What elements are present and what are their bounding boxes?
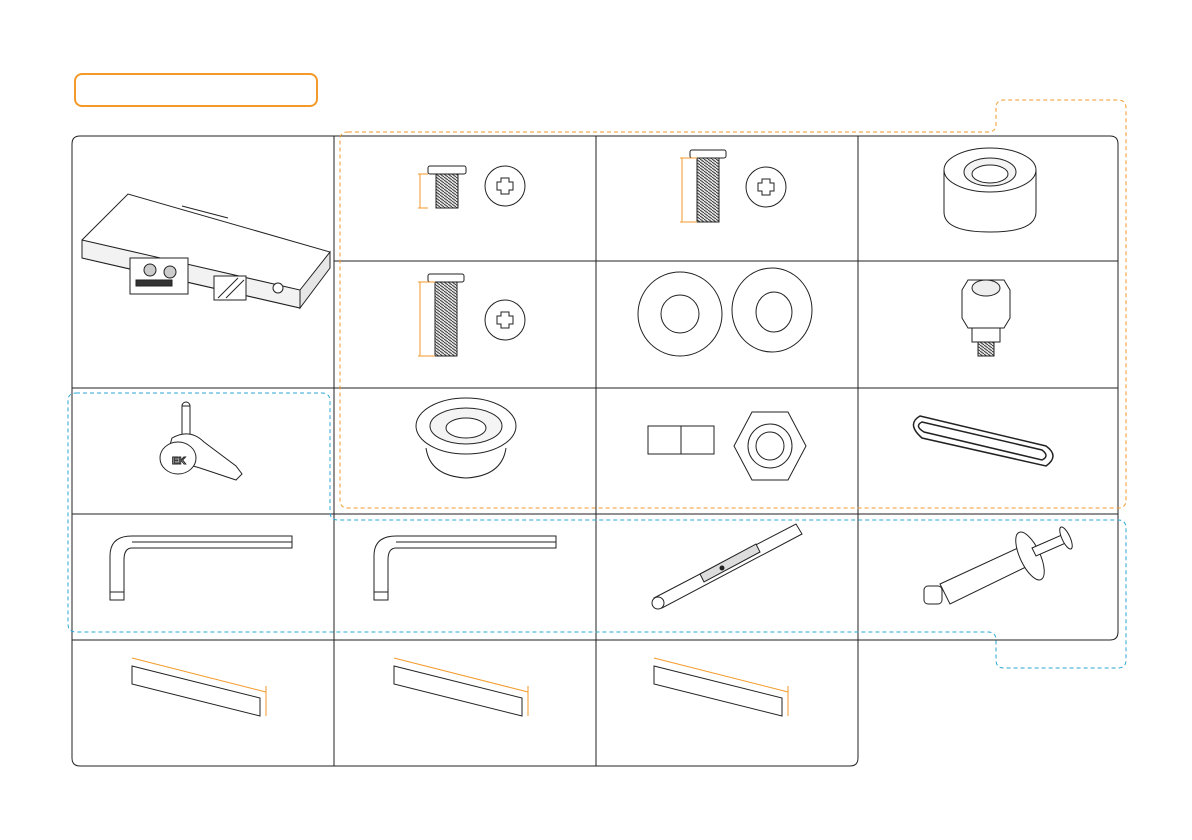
screw-medium-icon [680,150,786,222]
terminal-tool-icon: EK [160,402,242,480]
loop-strap-icon [913,416,1053,466]
hex-nut-icon [648,412,806,480]
allen-key-icon [110,536,292,600]
thermal-pad-icon [132,658,266,716]
screwdriver-icon [652,524,802,609]
plug-icon [416,398,516,478]
washer-icon [638,268,812,356]
blue-dashed-group [68,393,1126,668]
screw-long-icon [418,274,525,356]
thumb-nut-icon [944,148,1036,232]
thermal-pad-icon [654,658,788,716]
svg-text:EK: EK [172,456,187,467]
standoff-icon [962,280,1010,356]
allen-key-icon [374,536,556,600]
screw-short-icon [418,166,525,208]
thermal-pad-icon [394,658,528,716]
gpu-water-block-icon [82,194,330,308]
syringe-icon [924,525,1075,604]
